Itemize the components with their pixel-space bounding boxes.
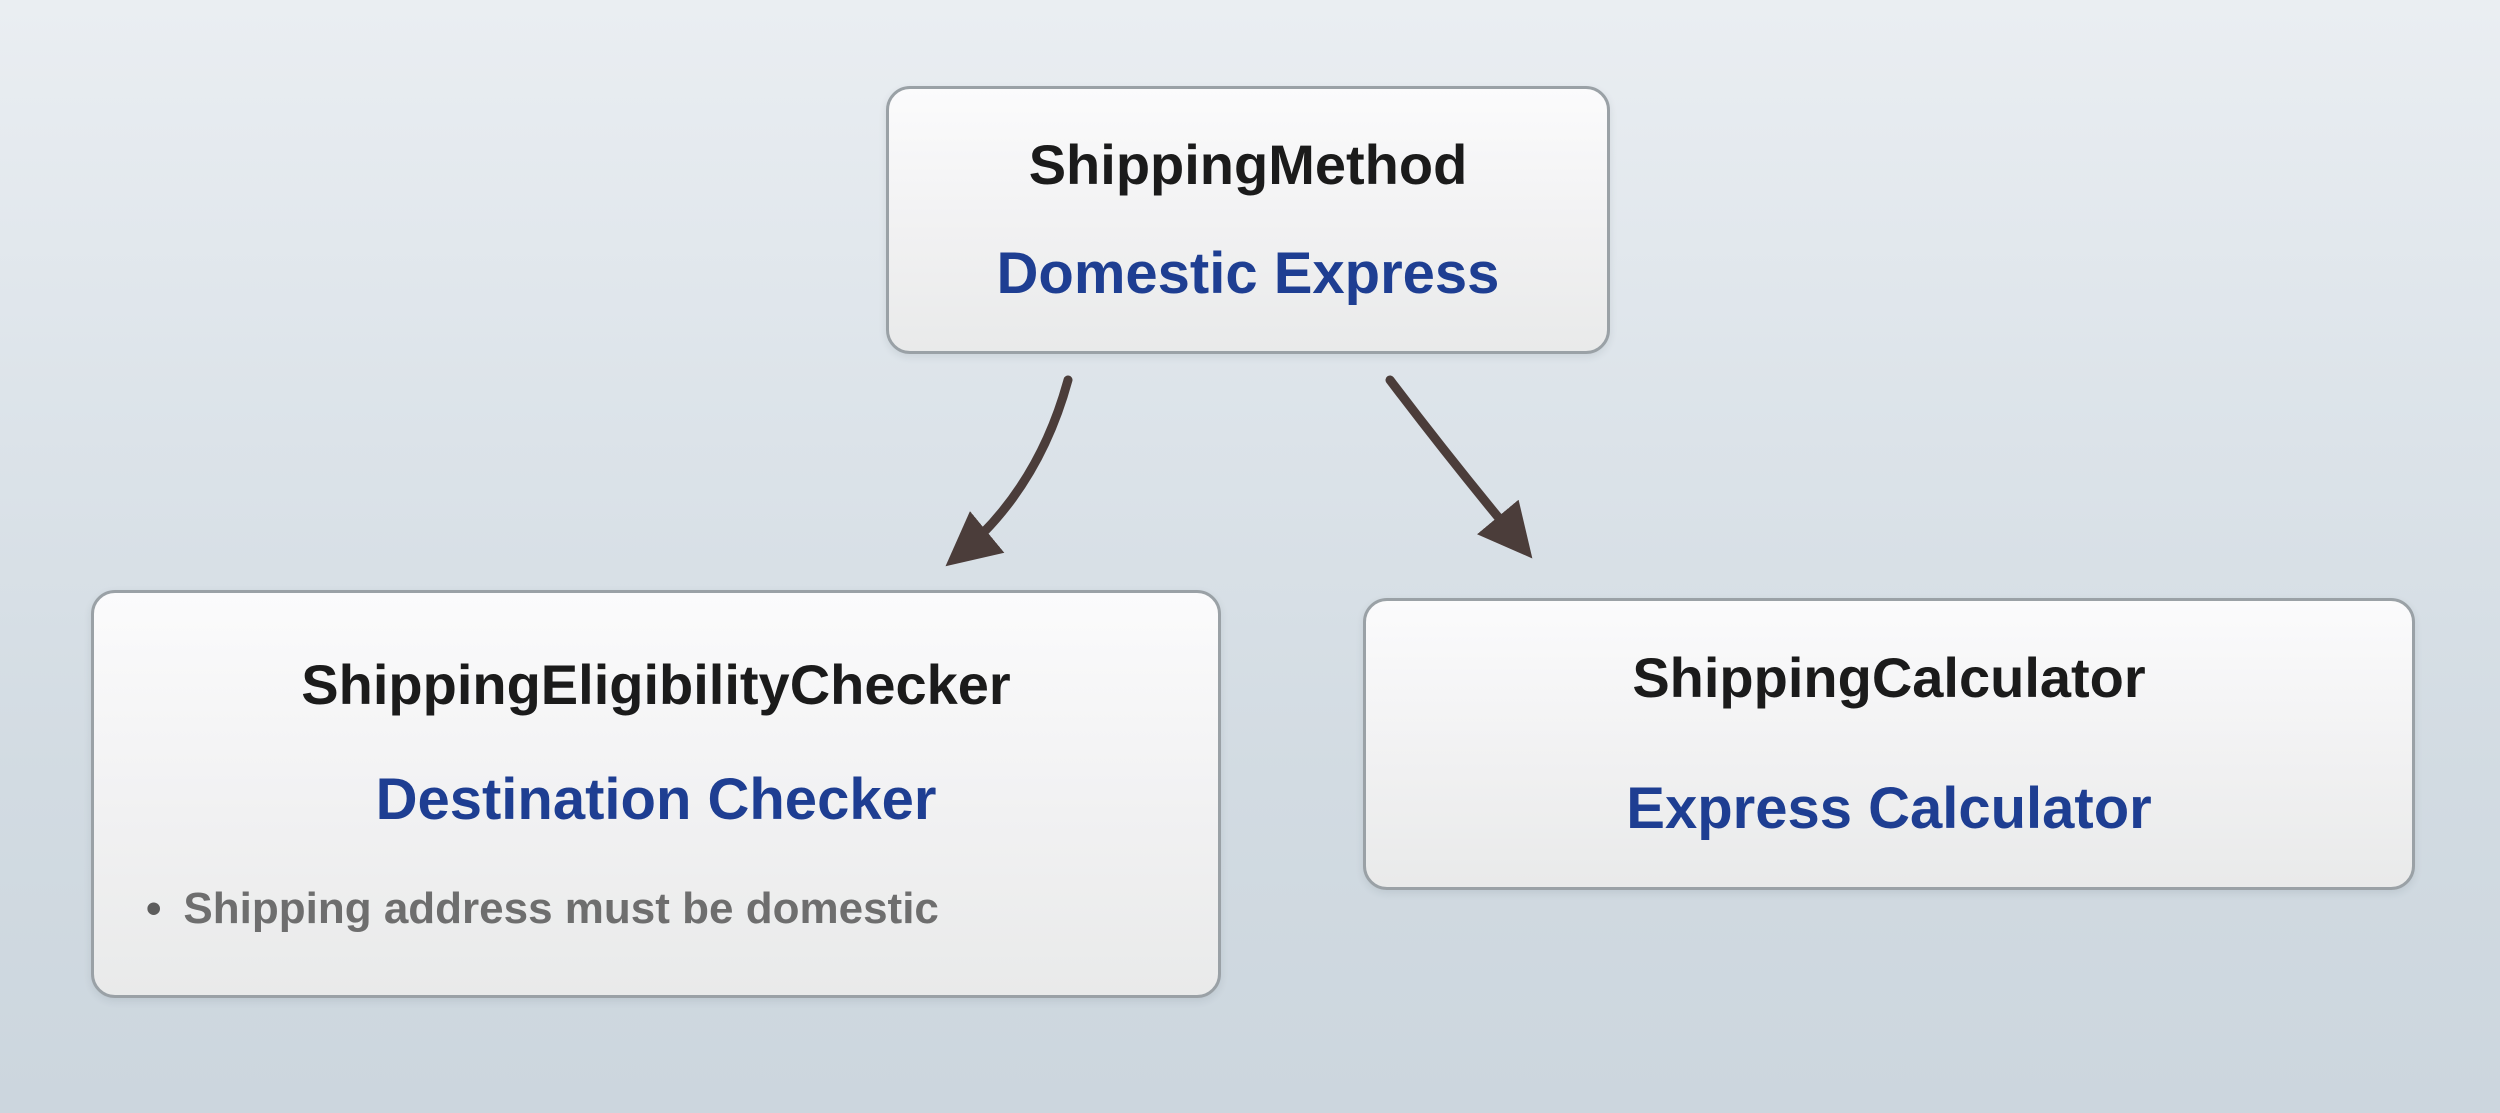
eligibility-rule-text: Shipping address must be domestic [183,884,939,933]
node-shipping-eligibility-checker: ShippingEligibilityChecker Destination C… [91,590,1221,998]
node-shipping-calculator: ShippingCalculator Express Calculator [1363,598,2415,890]
node-shipping-calculator-title: ShippingCalculator [1632,646,2146,709]
arrow-top-to-right-icon [1385,375,1533,559]
node-shipping-calculator-subtitle: Express Calculator [1626,776,2152,841]
node-shipping-eligibility-checker-title: ShippingEligibilityChecker [301,653,1011,716]
node-shipping-eligibility-checker-subtitle: Destination Checker [375,767,937,832]
node-shipping-method-title: ShippingMethod [1028,133,1468,196]
bullet-icon: • [146,884,162,933]
node-shipping-method: ShippingMethod Domestic Express [886,86,1610,354]
arrow-top-to-left-icon [945,375,1073,567]
eligibility-rule-item: • Shipping address must be domestic [94,887,939,931]
node-shipping-method-subtitle: Domestic Express [996,241,1500,306]
